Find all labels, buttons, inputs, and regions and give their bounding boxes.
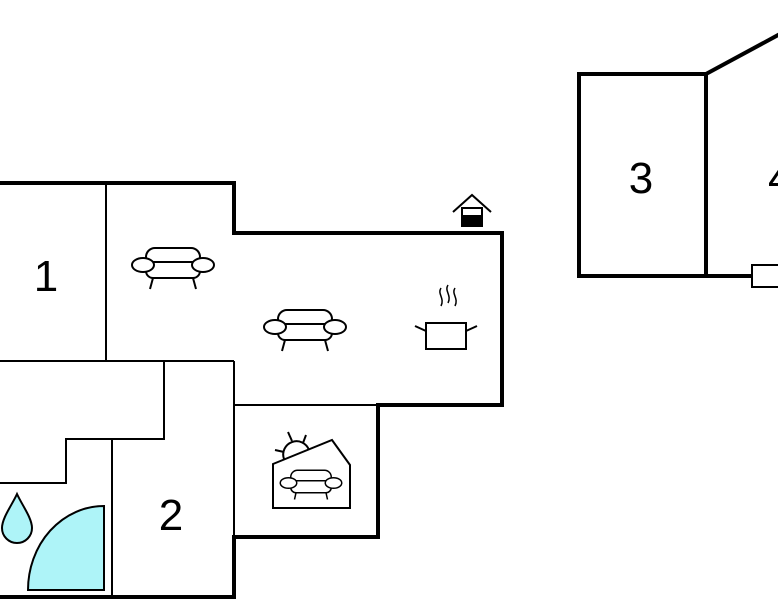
room-label-4: 4 xyxy=(768,154,778,203)
kitchen-pot-icon xyxy=(414,284,478,350)
sofa-icon xyxy=(131,247,215,290)
room-label-3: 3 xyxy=(629,154,653,203)
sofa-icon xyxy=(263,309,347,352)
water-drop-icon xyxy=(0,491,34,544)
room-label-2: 2 xyxy=(159,491,183,540)
sunroom-icon xyxy=(272,431,351,509)
outer-wall xyxy=(705,32,778,76)
shower-icon xyxy=(26,504,105,591)
interior-walls xyxy=(0,183,378,597)
entrance-house-icon xyxy=(452,193,492,227)
outer-wall xyxy=(0,181,504,599)
entrance-step xyxy=(751,264,778,288)
room-label-1: 1 xyxy=(34,252,58,301)
